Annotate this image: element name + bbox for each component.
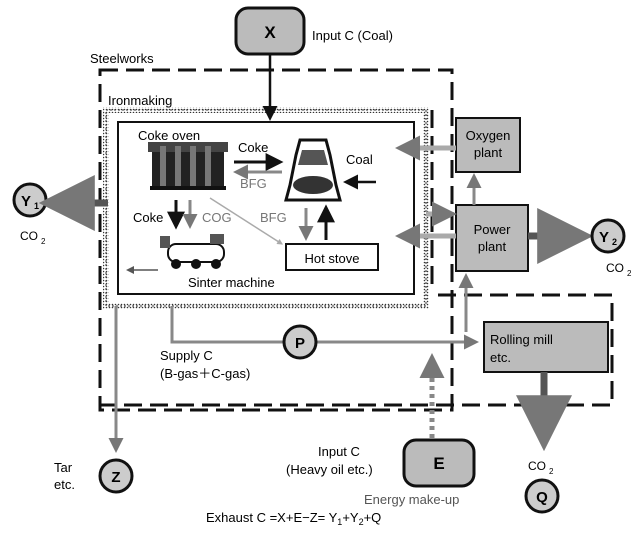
sinter-machine-label: Sinter machine bbox=[188, 275, 275, 290]
exhaust-part-2: +Y bbox=[342, 510, 359, 525]
coal-label: Coal bbox=[346, 152, 373, 167]
z-node bbox=[98, 458, 134, 494]
q-node bbox=[524, 478, 560, 514]
oxygen-plant-label-1: Oxygen bbox=[466, 128, 511, 143]
supply-c-line bbox=[170, 306, 479, 350]
power-plant-box bbox=[455, 204, 529, 272]
z-letter: Z bbox=[111, 469, 120, 486]
coke-oven-illustration bbox=[148, 142, 228, 190]
supply-c-label-1: Supply C bbox=[160, 348, 213, 363]
input-x-letter: X bbox=[264, 23, 276, 42]
bfg-diagonal-line bbox=[209, 197, 284, 245]
bfg-flow-label-mid: BFG bbox=[260, 210, 287, 225]
tar-label-1: Tar bbox=[54, 460, 73, 475]
co2-q-sub: 2 bbox=[549, 467, 554, 476]
co2-y1-label: CO bbox=[20, 229, 38, 243]
p-letter: P bbox=[295, 335, 305, 352]
co2-y2-label: CO bbox=[606, 261, 624, 275]
exhaust-equation: Exhaust C =X+E−Z= Y1+Y2+Q bbox=[206, 510, 381, 527]
oxygen-plant-box bbox=[455, 117, 521, 173]
rolling-mill-label-1: Rolling mill bbox=[490, 332, 553, 347]
y1-letter: Y bbox=[21, 193, 31, 210]
power-plant-label-2: plant bbox=[478, 239, 507, 254]
bfg-flow-label-top: BFG bbox=[240, 176, 267, 191]
co2-q-label: CO bbox=[528, 459, 546, 473]
hot-stove-label: Hot stove bbox=[305, 251, 360, 266]
rolling-mill-label-2: etc. bbox=[490, 350, 511, 365]
energy-makeup-label: Energy make-up bbox=[364, 492, 459, 507]
steelworks-boundary-lower bbox=[100, 293, 614, 407]
rolling-mill-box bbox=[483, 321, 609, 373]
cog-label: COG bbox=[202, 210, 232, 225]
y2-letter: Y bbox=[599, 229, 609, 246]
y2-sub: 2 bbox=[612, 237, 617, 247]
tar-label-2: etc. bbox=[54, 477, 75, 492]
sinter-machine-illustration bbox=[126, 234, 225, 274]
exhaust-sub-1: 1 bbox=[337, 517, 342, 527]
blast-furnace-illustration bbox=[284, 138, 342, 202]
steelworks-boundary bbox=[98, 68, 454, 412]
power-plant-label-1: Power bbox=[474, 222, 512, 237]
y2-node bbox=[590, 218, 626, 254]
coke-left-label: Coke bbox=[133, 210, 163, 225]
p-node bbox=[282, 324, 318, 360]
exhaust-part-1: Exhaust C =X+E−Z= Y bbox=[206, 510, 338, 525]
co2-y1-sub: 2 bbox=[41, 237, 46, 246]
coke-flow-label: Coke bbox=[238, 140, 268, 155]
input-heavy-label-1: Input C bbox=[318, 444, 360, 459]
exhaust-sub-2: 2 bbox=[359, 517, 364, 527]
oxygen-plant-label-2: plant bbox=[474, 145, 503, 160]
supply-c-label-2: (B-gas＋C-gas) bbox=[160, 366, 250, 381]
input-coal-label: Input C (Coal) bbox=[312, 28, 393, 43]
exhaust-part-3: +Q bbox=[364, 510, 382, 525]
steelworks-label: Steelworks bbox=[90, 51, 154, 66]
input-heavy-label-2: (Heavy oil etc.) bbox=[286, 462, 373, 477]
y1-sub: 1 bbox=[34, 201, 39, 211]
input-e-letter: E bbox=[433, 454, 444, 473]
coke-oven-label: Coke oven bbox=[138, 128, 200, 143]
q-letter: Q bbox=[536, 489, 548, 506]
co2-y2-sub: 2 bbox=[627, 269, 632, 278]
ironmaking-label: Ironmaking bbox=[108, 93, 172, 108]
input-e-box bbox=[402, 438, 476, 488]
hot-stove-box bbox=[285, 243, 379, 271]
